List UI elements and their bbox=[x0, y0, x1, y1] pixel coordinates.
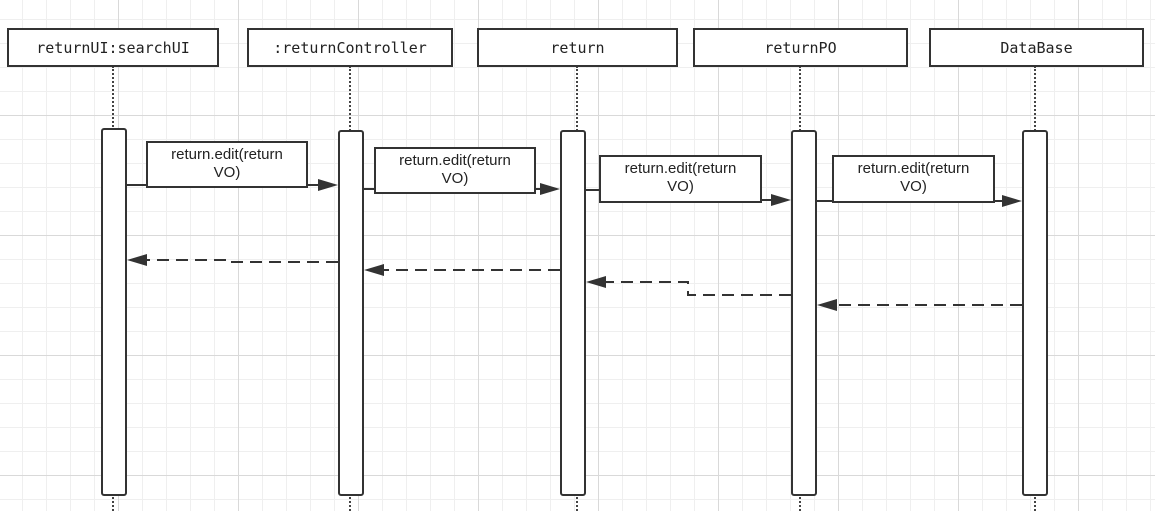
message-label-2[interactable]: return.edit(return VO) bbox=[374, 147, 536, 194]
activation-bar-returnui[interactable] bbox=[101, 128, 127, 496]
arrowhead-return-2 bbox=[364, 264, 384, 276]
arrowhead-call-3 bbox=[771, 194, 791, 206]
message-label-line2: VO) bbox=[213, 164, 241, 181]
participant-returnpo[interactable]: returnPO bbox=[693, 28, 908, 67]
arrowhead-return-3 bbox=[586, 276, 606, 288]
message-label-4[interactable]: return.edit(return VO) bbox=[832, 155, 995, 203]
participant-label: returnPO bbox=[764, 38, 837, 57]
activation-bar-database[interactable] bbox=[1022, 130, 1048, 496]
return-arrow-3 bbox=[605, 281, 791, 296]
participant-returnui-searchui[interactable]: returnUI:searchUI bbox=[7, 28, 219, 67]
message-label-line2: VO) bbox=[900, 178, 927, 195]
arrowhead-call-1 bbox=[318, 179, 338, 191]
participant-label: return bbox=[550, 38, 605, 57]
message-label-line1: return.edit(return bbox=[624, 160, 737, 177]
return-arrow-1 bbox=[146, 259, 338, 263]
participant-label: returnUI:searchUI bbox=[36, 38, 190, 57]
participant-database[interactable]: DataBase bbox=[929, 28, 1144, 67]
message-label-line1: return.edit(return bbox=[857, 160, 970, 177]
message-label-line1: return.edit(return bbox=[399, 152, 511, 169]
arrowhead-call-2 bbox=[540, 183, 560, 195]
participant-return[interactable]: return bbox=[477, 28, 678, 67]
arrowhead-call-4 bbox=[1002, 195, 1022, 207]
activation-bar-return[interactable] bbox=[560, 130, 586, 496]
message-label-line2: VO) bbox=[441, 170, 469, 187]
participant-label: :returnController bbox=[273, 38, 427, 57]
message-label-line2: VO) bbox=[667, 178, 694, 195]
participant-returncontroller[interactable]: :returnController bbox=[247, 28, 453, 67]
participant-label: DataBase bbox=[1000, 38, 1073, 57]
arrowhead-return-4 bbox=[817, 299, 837, 311]
message-label-line1: return.edit(return bbox=[171, 146, 283, 163]
message-label-1[interactable]: return.edit(return VO) bbox=[146, 141, 308, 188]
activation-bar-returnpo[interactable] bbox=[791, 130, 817, 496]
message-label-3[interactable]: return.edit(return VO) bbox=[599, 155, 762, 203]
activation-bar-returncontroller[interactable] bbox=[338, 130, 364, 496]
arrowhead-return-1 bbox=[127, 254, 147, 266]
